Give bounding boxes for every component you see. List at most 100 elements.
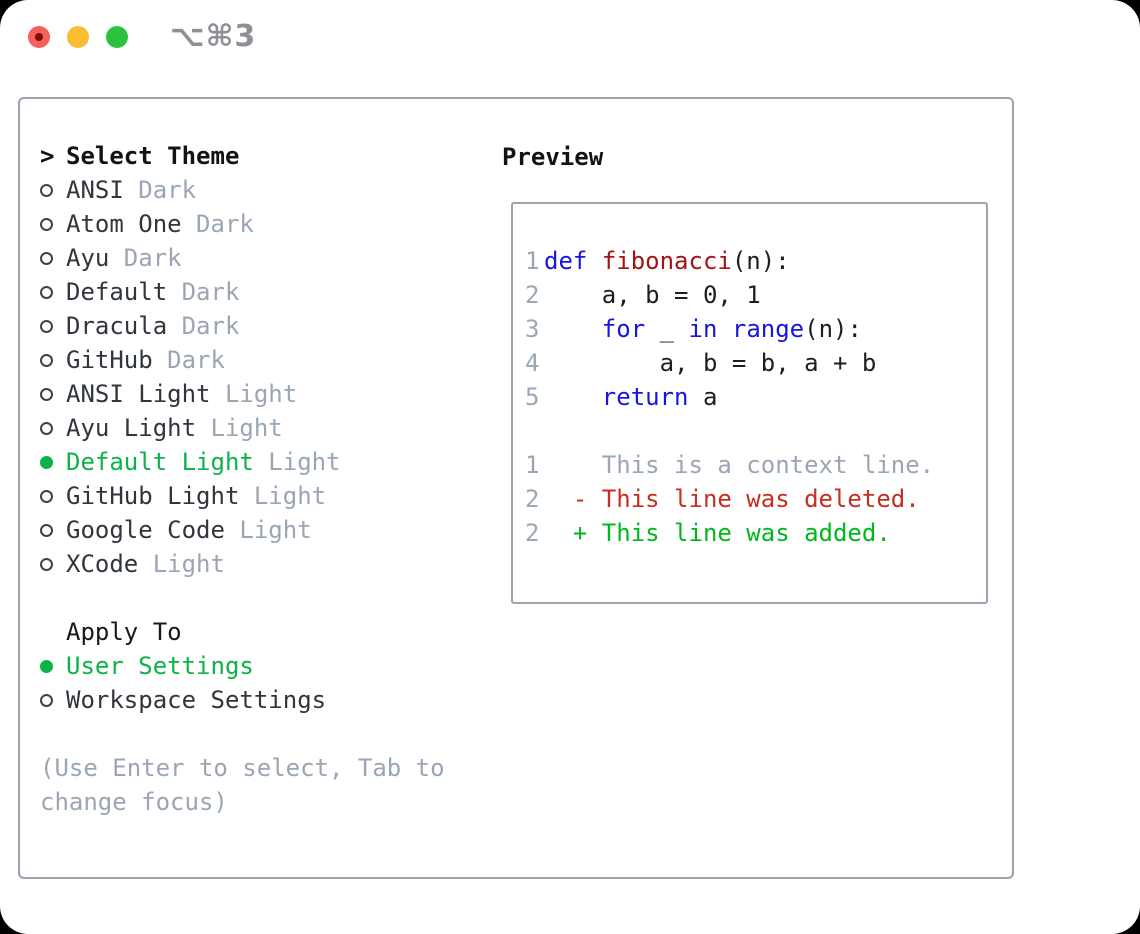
line-number: 2: [525, 519, 540, 547]
code-token: for: [601, 315, 646, 343]
apply-to-heading-row: Apply To: [40, 615, 490, 649]
option-label: XCode: [66, 550, 139, 578]
spacer: [525, 414, 986, 448]
code-token: This is a context line.: [544, 451, 935, 479]
theme-option-ansi-light[interactable]: ANSI Light Light: [40, 377, 490, 411]
option-variant-tag: Light: [138, 550, 225, 578]
code-token: + This line was added.: [544, 519, 891, 547]
option-variant-tag: Light: [253, 448, 341, 476]
code-token: a: [688, 383, 718, 411]
code-token: [544, 383, 602, 411]
option-label: GitHub: [66, 346, 153, 374]
select-theme-heading-row: >Select Theme: [40, 139, 490, 173]
radio-icon: [40, 388, 53, 401]
minimize-icon[interactable]: [67, 26, 89, 48]
code-token: [544, 315, 602, 343]
option-label: GitHub Light: [66, 482, 240, 510]
apply-option-user-settings[interactable]: User Settings: [40, 649, 490, 683]
code-token: fibonacci: [601, 247, 732, 275]
option-variant-tag: Light: [239, 482, 327, 510]
option-variant-tag: Dark: [109, 244, 182, 272]
radio-icon: [40, 252, 53, 265]
radio-icon: [40, 218, 53, 231]
option-variant-tag: Light: [210, 380, 298, 408]
preview-line: 3 for _ in range(n):: [525, 312, 986, 346]
radio-icon: [40, 354, 53, 367]
preview-line: 2 - This line was deleted.: [525, 482, 986, 516]
theme-option-dracula[interactable]: Dracula Dark: [40, 309, 490, 343]
radio-selected-icon: [40, 660, 53, 673]
theme-option-xcode[interactable]: XCode Light: [40, 547, 490, 581]
option-variant-tag: Light: [196, 414, 283, 442]
theme-option-ansi[interactable]: ANSI Dark: [40, 173, 490, 207]
option-label: ANSI Light: [66, 380, 211, 408]
code-token: [717, 315, 731, 343]
option-label: Default: [66, 278, 168, 306]
option-variant-tag: Dark: [167, 312, 240, 340]
option-label: Default Light: [66, 448, 254, 476]
apply-option-workspace-settings[interactable]: Workspace Settings: [40, 683, 490, 717]
radio-icon: [40, 694, 53, 707]
radio-icon: [40, 524, 53, 537]
radio-icon: [40, 558, 53, 571]
line-number: 2: [525, 281, 540, 309]
preview-heading: Preview: [502, 143, 604, 171]
code-token: a, b = b, a + b: [544, 349, 877, 377]
option-label: Ayu Light: [66, 414, 197, 442]
option-variant-tag: Dark: [152, 346, 225, 374]
line-number: 2: [525, 485, 540, 513]
code-token: range: [731, 315, 805, 343]
spacer: [40, 717, 490, 751]
radio-selected-icon: [40, 456, 53, 469]
zoom-icon[interactable]: [106, 26, 128, 48]
preview-line: 2 + This line was added.: [525, 516, 986, 550]
apply-to-heading: Apply To: [66, 618, 182, 646]
code-token: - This line was deleted.: [544, 485, 920, 513]
option-label: Dracula: [66, 312, 168, 340]
preview-line: 4 a, b = b, a + b: [525, 346, 986, 380]
preview-line: 2 a, b = 0, 1: [525, 278, 986, 312]
option-label: Workspace Settings: [66, 686, 327, 714]
option-label: ANSI: [66, 176, 124, 204]
keyboard-hint-text: (Use Enter to select, Tab to change focu…: [40, 754, 445, 816]
code-token: in: [688, 315, 718, 343]
select-theme-heading: Select Theme: [66, 142, 240, 170]
line-number: 1: [525, 247, 540, 275]
code-token: [587, 247, 601, 275]
keyboard-shortcut-label: ⌥⌘3: [170, 19, 257, 54]
close-icon[interactable]: [28, 26, 50, 48]
radio-icon: [40, 320, 53, 333]
theme-option-atom-one[interactable]: Atom One Dark: [40, 207, 490, 241]
option-variant-tag: Light: [224, 516, 312, 544]
option-label: Atom One: [66, 210, 182, 238]
radio-icon: [40, 286, 53, 299]
radio-icon: [40, 422, 53, 435]
option-label: Ayu: [66, 244, 110, 272]
theme-option-github[interactable]: GitHub Dark: [40, 343, 490, 377]
option-variant-tag: Dark: [167, 278, 240, 306]
code-token: _: [645, 315, 689, 343]
theme-option-default-light[interactable]: Default Light Light: [40, 445, 490, 479]
titlebar: ⌥⌘3: [28, 19, 257, 54]
theme-option-default[interactable]: Default Dark: [40, 275, 490, 309]
option-variant-tag: Dark: [181, 210, 254, 238]
radio-icon: [40, 490, 53, 503]
code-token: def: [544, 247, 588, 275]
preview-line: 1 This is a context line.: [525, 448, 986, 482]
theme-option-github-light[interactable]: GitHub Light Light: [40, 479, 490, 513]
theme-option-ayu[interactable]: Ayu Dark: [40, 241, 490, 275]
spacer: [40, 581, 490, 615]
line-number: 1: [525, 451, 540, 479]
theme-option-google-code[interactable]: Google Code Light: [40, 513, 490, 547]
theme-option-ayu-light[interactable]: Ayu Light Light: [40, 411, 490, 445]
preview-line: 5 return a: [525, 380, 986, 414]
code-token: (n):: [731, 247, 790, 275]
